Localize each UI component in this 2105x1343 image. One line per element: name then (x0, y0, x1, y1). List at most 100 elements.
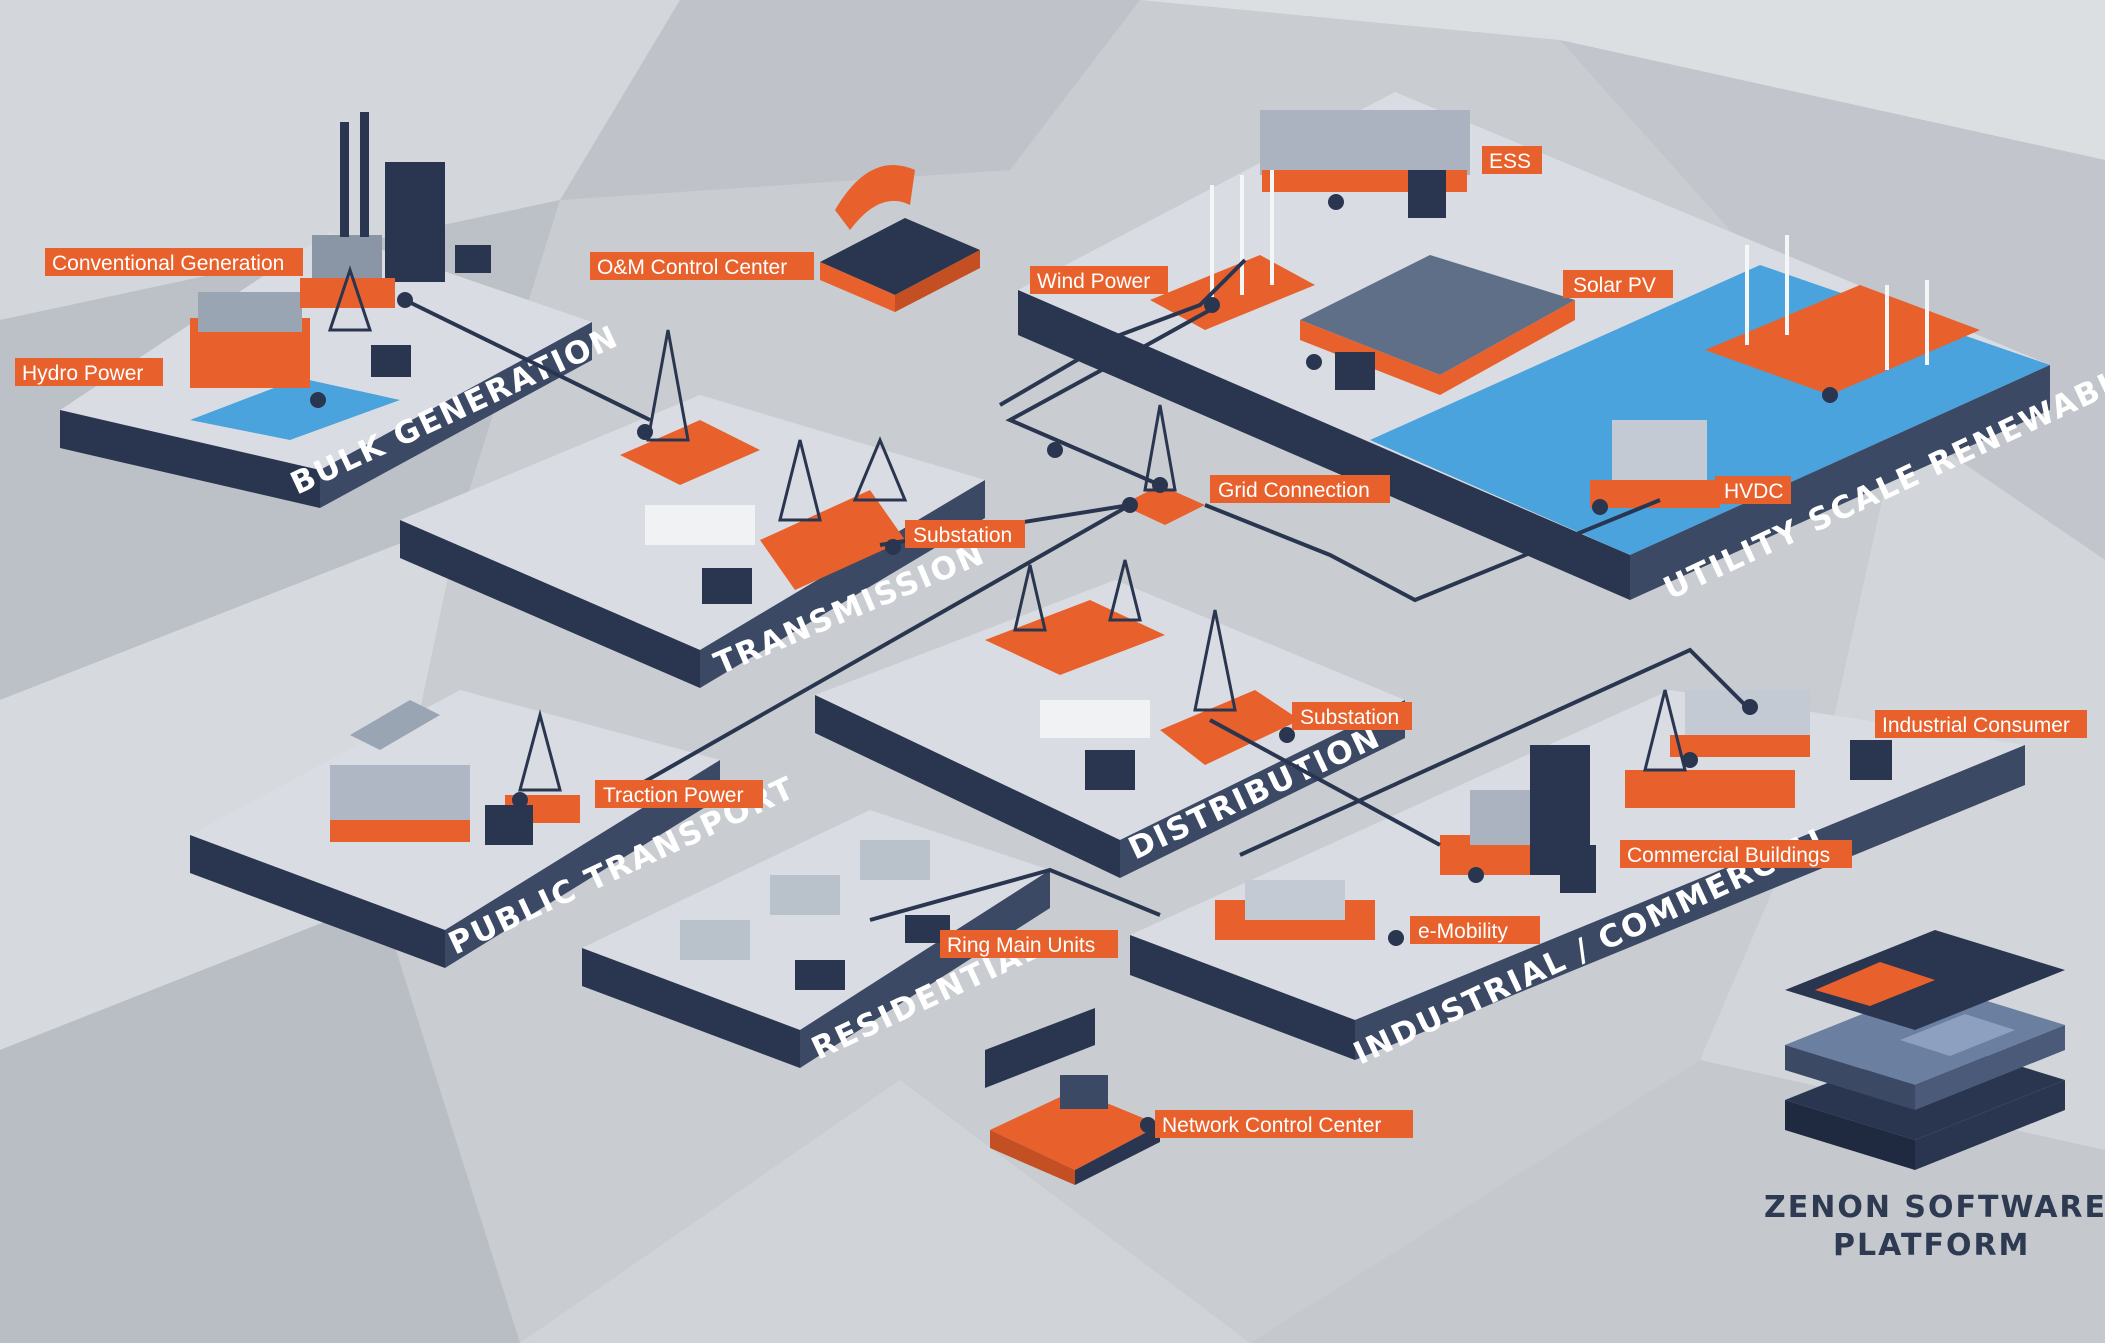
tag-label: HVDC (1724, 480, 1784, 503)
connection-node (1279, 727, 1295, 743)
connection-node (1140, 1117, 1156, 1133)
offshore-wind-base (1705, 285, 1980, 395)
pylon-industrial (1643, 689, 1687, 772)
platform-public-transport (190, 690, 720, 968)
connection-node (1742, 699, 1758, 715)
pylon-distribution-1 (1013, 564, 1047, 632)
network-control-center-node (985, 1008, 1160, 1185)
tag-label: Ring Main Units (947, 934, 1095, 957)
monitor-icon (1560, 845, 1596, 893)
pylon-transmission-2 (778, 439, 822, 522)
monitor-icon (455, 245, 491, 273)
monitor-icon (1335, 352, 1375, 390)
tag-hvdc: HVDC (1715, 476, 1791, 504)
brand-title-line-2: PLATFORM (1833, 1228, 2030, 1263)
tag-label: Hydro Power (22, 362, 143, 385)
connection-distribution-industrial (1239, 647, 1752, 857)
bus (1245, 880, 1345, 920)
ess-containers (1260, 110, 1470, 175)
connection-grid-hvdc (1204, 498, 1661, 603)
hvdc-station (1612, 420, 1707, 490)
tag-grid-connection: Grid Connection (1210, 475, 1390, 503)
brand-title-line-1: ZENON SOFTWARE (1764, 1190, 2105, 1225)
pylon-traction (518, 709, 562, 792)
platform-transmission (400, 329, 985, 688)
chimney-2 (360, 112, 369, 237)
label-tags: Conventional Generation Hydro Power O&M … (15, 146, 2087, 1138)
tag-traction-power: Traction Power (595, 780, 763, 808)
operator-desk (1060, 1075, 1108, 1109)
tag-network-control-center: Network Control Center (1155, 1110, 1413, 1138)
connection-residential-emobility (869, 867, 1161, 922)
platform-distribution (815, 559, 1405, 878)
tag-label: Commercial Buildings (1627, 844, 1830, 867)
connection-grid-traction (629, 503, 1131, 792)
pylon-distribution-2 (1108, 559, 1142, 622)
connection-node (1328, 194, 1344, 210)
monitor-icon (371, 345, 411, 377)
connection-bulk-transmission (404, 298, 651, 422)
monitor-icon (1850, 740, 1892, 780)
tag-solar-pv: Solar PV (1563, 270, 1673, 298)
platform-bulk-generation (60, 112, 592, 508)
connection-wind-grid (998, 258, 1247, 407)
platform-utility-scale-renewables (1018, 92, 2050, 600)
connection-lines (310, 194, 1838, 1133)
tag-label: O&M Control Center (597, 256, 787, 279)
tag-label: Substation (913, 524, 1012, 547)
chimney-1 (340, 122, 349, 237)
ring-main-unit (795, 960, 845, 990)
tag-commercial-buildings: Commercial Buildings (1620, 840, 1852, 868)
tag-label: Conventional Generation (52, 252, 284, 275)
tag-label: Substation (1300, 706, 1399, 729)
pylon-distribution-3 (1193, 609, 1237, 712)
pylon-transmission-3 (852, 436, 908, 502)
tag-ess: ESS (1482, 146, 1542, 174)
monitor-icon (702, 568, 752, 604)
connection-node (1306, 354, 1322, 370)
tag-hydro-power: Hydro Power (15, 358, 163, 386)
tag-conventional-generation: Conventional Generation (45, 248, 303, 276)
solar-pv-array (1300, 255, 1575, 375)
connection-node (397, 292, 413, 308)
connection-node (1682, 752, 1698, 768)
monitor-icon (485, 805, 533, 845)
station-roof (350, 700, 440, 750)
distribution-switchgear (1040, 700, 1150, 738)
tag-substation-distribution: Substation (1292, 702, 1412, 730)
connection-node (1122, 497, 1138, 513)
video-wall (985, 1008, 1095, 1088)
tag-label: Wind Power (1037, 270, 1150, 293)
tag-label: Traction Power (603, 784, 743, 807)
tag-label: Solar PV (1573, 274, 1656, 297)
platform-residential (582, 810, 1050, 1068)
pylon-bulk (327, 265, 373, 332)
tag-wind-power: Wind Power (1030, 266, 1168, 294)
switchgear (645, 505, 755, 545)
tag-label: ESS (1489, 150, 1531, 173)
house (860, 840, 930, 880)
connection-node (1388, 930, 1404, 946)
connection-node (1152, 477, 1168, 493)
tag-substation-transmission: Substation (905, 520, 1025, 548)
house (680, 920, 750, 960)
connection-node (1204, 297, 1220, 313)
tag-ring-main-units: Ring Main Units (940, 930, 1118, 958)
conventional-tower (385, 162, 445, 282)
connection-node (637, 424, 653, 440)
tag-label: Network Control Center (1162, 1114, 1381, 1137)
tag-industrial-consumer: Industrial Consumer (1875, 710, 2087, 738)
hydro-water (190, 378, 400, 440)
tag-label: Industrial Consumer (1882, 714, 2070, 737)
connection-node (310, 392, 326, 408)
connection-node (512, 792, 528, 808)
train (330, 765, 470, 825)
platform-industrial-commercial (1130, 689, 2025, 1060)
connection-grid-renewables (1005, 308, 1211, 487)
om-control-center-node (820, 165, 980, 312)
connection-node (1592, 499, 1608, 515)
connection-node (1822, 387, 1838, 403)
monitor-icon (1085, 750, 1135, 790)
tag-e-mobility: e-Mobility (1410, 916, 1540, 944)
